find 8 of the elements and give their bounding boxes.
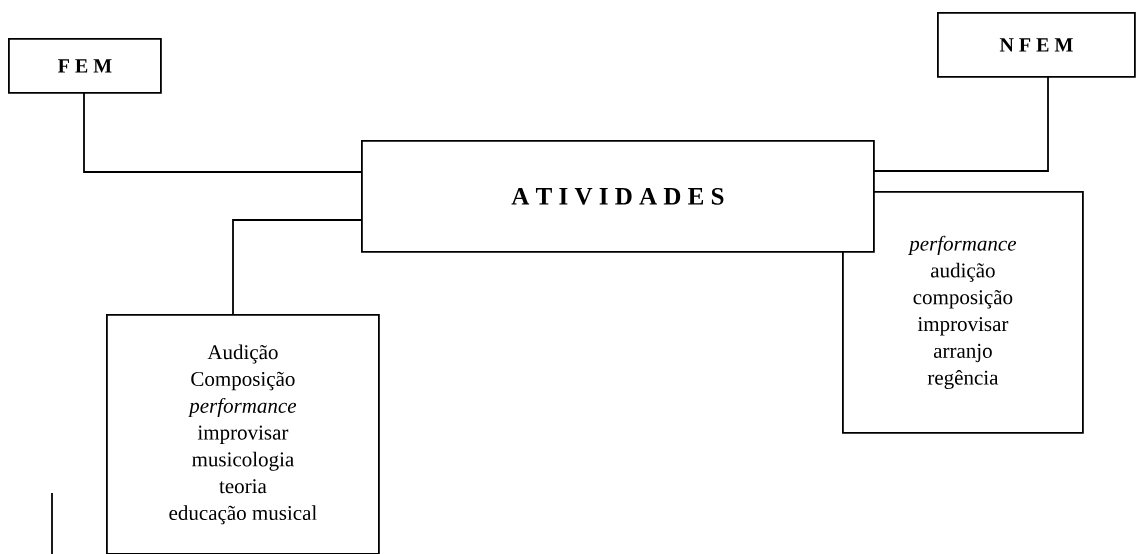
title-box: F E M: [8, 38, 162, 94]
list-box: performance audição composição improvisar arranjo regência: [842, 191, 1084, 434]
list-box: Audição Composição performance improvisar musicologia teoria educação musical: [106, 314, 380, 554]
connector-line: [872, 75, 1049, 172]
connector-line: [83, 91, 362, 173]
center-box: A T I V I D A D E S: [361, 140, 875, 253]
title-box: N F E M: [937, 12, 1136, 78]
connector-line: [232, 219, 362, 315]
